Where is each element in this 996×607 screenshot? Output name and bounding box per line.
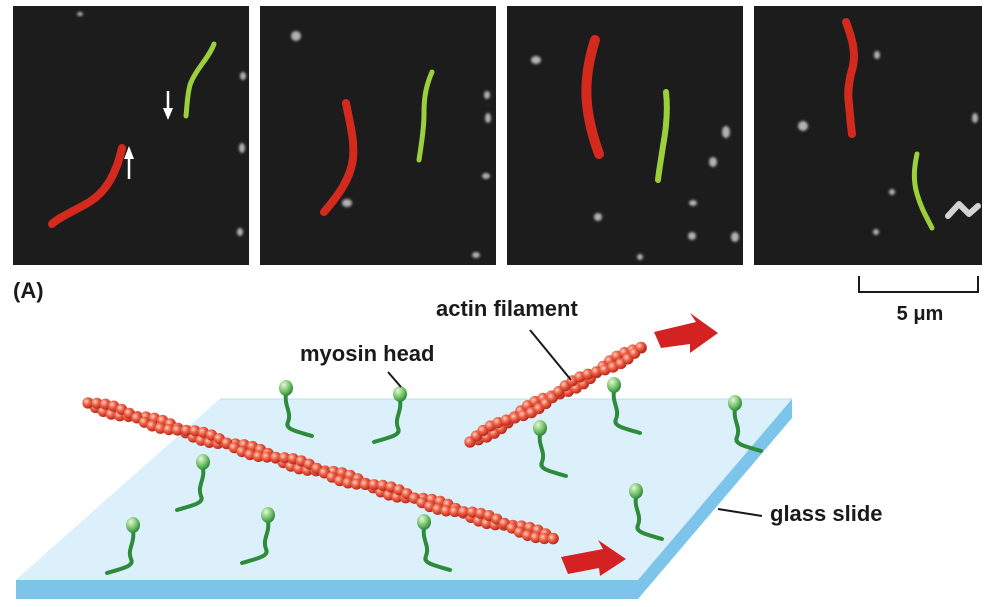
actin-monomer (466, 506, 478, 518)
schematic: actin filament myosin head glass slide (16, 296, 883, 599)
myosin-head-bead (607, 377, 621, 393)
myosin-head-bead (629, 483, 643, 499)
actin-monomer (171, 424, 184, 436)
panel-label: (A) (13, 278, 44, 303)
actin-monomer (91, 397, 103, 409)
green-actin-filament (655, 89, 670, 183)
myosin-head-label: myosin head (300, 341, 434, 366)
actin-monomer (278, 452, 291, 464)
actin-monomer (547, 533, 559, 545)
micrograph-frame-1 (13, 6, 249, 265)
actin-monomer (377, 479, 389, 491)
actin-monomer (582, 368, 594, 380)
micrograph-row (13, 6, 982, 265)
myosin-head (629, 483, 664, 541)
myosin-tail (421, 526, 452, 572)
micrograph-frame-3 (507, 6, 743, 265)
scale-bar-label: 5 μm (897, 303, 944, 325)
actin-monomer (500, 414, 512, 426)
actin-filament-long (82, 397, 559, 545)
red-actin-filament (842, 18, 859, 138)
actin-monomer (342, 477, 354, 489)
myosin-tail (372, 398, 403, 444)
actin-monomer (82, 397, 94, 409)
myosin-head-bead (126, 517, 140, 533)
actin-monomer (244, 449, 256, 461)
myosin-head (607, 377, 642, 435)
actin-filament-short (464, 341, 647, 448)
actin-monomer (590, 366, 603, 378)
glass-slide-leader (717, 508, 763, 517)
green-actin-filament (911, 151, 935, 231)
myosin-tail (283, 392, 314, 438)
actin-filament-label: actin filament (436, 296, 578, 321)
myosin-tail (537, 432, 568, 478)
actin-monomer (509, 412, 521, 424)
myosin-head (240, 507, 275, 565)
actin-monomer (635, 341, 647, 353)
myosin-head (417, 514, 452, 572)
myosin-head-bead (533, 420, 547, 436)
myosin-heads (105, 377, 763, 575)
myosin-head-bead (417, 514, 431, 530)
white-filament-fragment (945, 201, 981, 219)
green-actin-filament (416, 69, 435, 163)
green-actin-filament (183, 41, 217, 119)
actin-monomer (440, 505, 452, 517)
myosin-head-bead (196, 454, 210, 470)
actin-filament-leader (529, 329, 572, 381)
myosin-head (372, 386, 407, 444)
micrograph-frame-4 (754, 6, 982, 265)
myosin-tail (732, 407, 763, 453)
direction-arrow-top (654, 313, 718, 353)
actin-monomer (368, 479, 380, 491)
actin-monomer (458, 506, 470, 518)
myosin-head (175, 454, 210, 512)
myosin-head-bead (279, 380, 293, 396)
myosin-head (279, 380, 314, 438)
micrograph-frame-2 (260, 6, 496, 265)
actin-monomer (180, 424, 192, 436)
myosin-tail (611, 389, 642, 435)
myosin-head-leader (387, 371, 402, 388)
actin-monomer (449, 505, 461, 518)
myosin-tail (633, 495, 664, 541)
fluorescent-specks (798, 51, 978, 235)
actin-monomer (432, 503, 444, 515)
actin-monomer (163, 424, 175, 436)
glass-slide-label: glass slide (770, 501, 883, 526)
myosin-head (533, 420, 568, 478)
actin-monomer (530, 531, 542, 544)
actin-monomer (261, 451, 273, 463)
myosin-head-bead (261, 507, 275, 523)
fluorescent-specks (291, 31, 491, 258)
myosin-tail (240, 519, 271, 565)
direction-arrow-bottom (561, 540, 626, 576)
fluorescent-specks (531, 56, 739, 260)
red-actin-filament (320, 99, 358, 216)
myosin-head (105, 517, 140, 575)
motion-arrow-down (163, 91, 173, 120)
motion-arrow-up (124, 146, 134, 179)
myosin-head-bead (728, 395, 742, 411)
scale-bar: 5 μm (858, 276, 979, 325)
fluorescent-specks (77, 12, 246, 236)
actin-monomer (189, 425, 201, 437)
actin-monomer (350, 478, 363, 490)
myosin-tail (105, 529, 136, 575)
actin-monomer (538, 532, 550, 545)
actin-monomer (252, 450, 264, 462)
red-actin-filament (581, 35, 604, 159)
myosin-head (728, 395, 763, 453)
red-actin-filament (48, 144, 126, 228)
actin-monomer (359, 478, 371, 491)
actin-monomer (154, 422, 166, 434)
actin-monomer (270, 451, 282, 463)
myosin-tail (175, 466, 206, 512)
myosin-head-bead (393, 386, 407, 402)
